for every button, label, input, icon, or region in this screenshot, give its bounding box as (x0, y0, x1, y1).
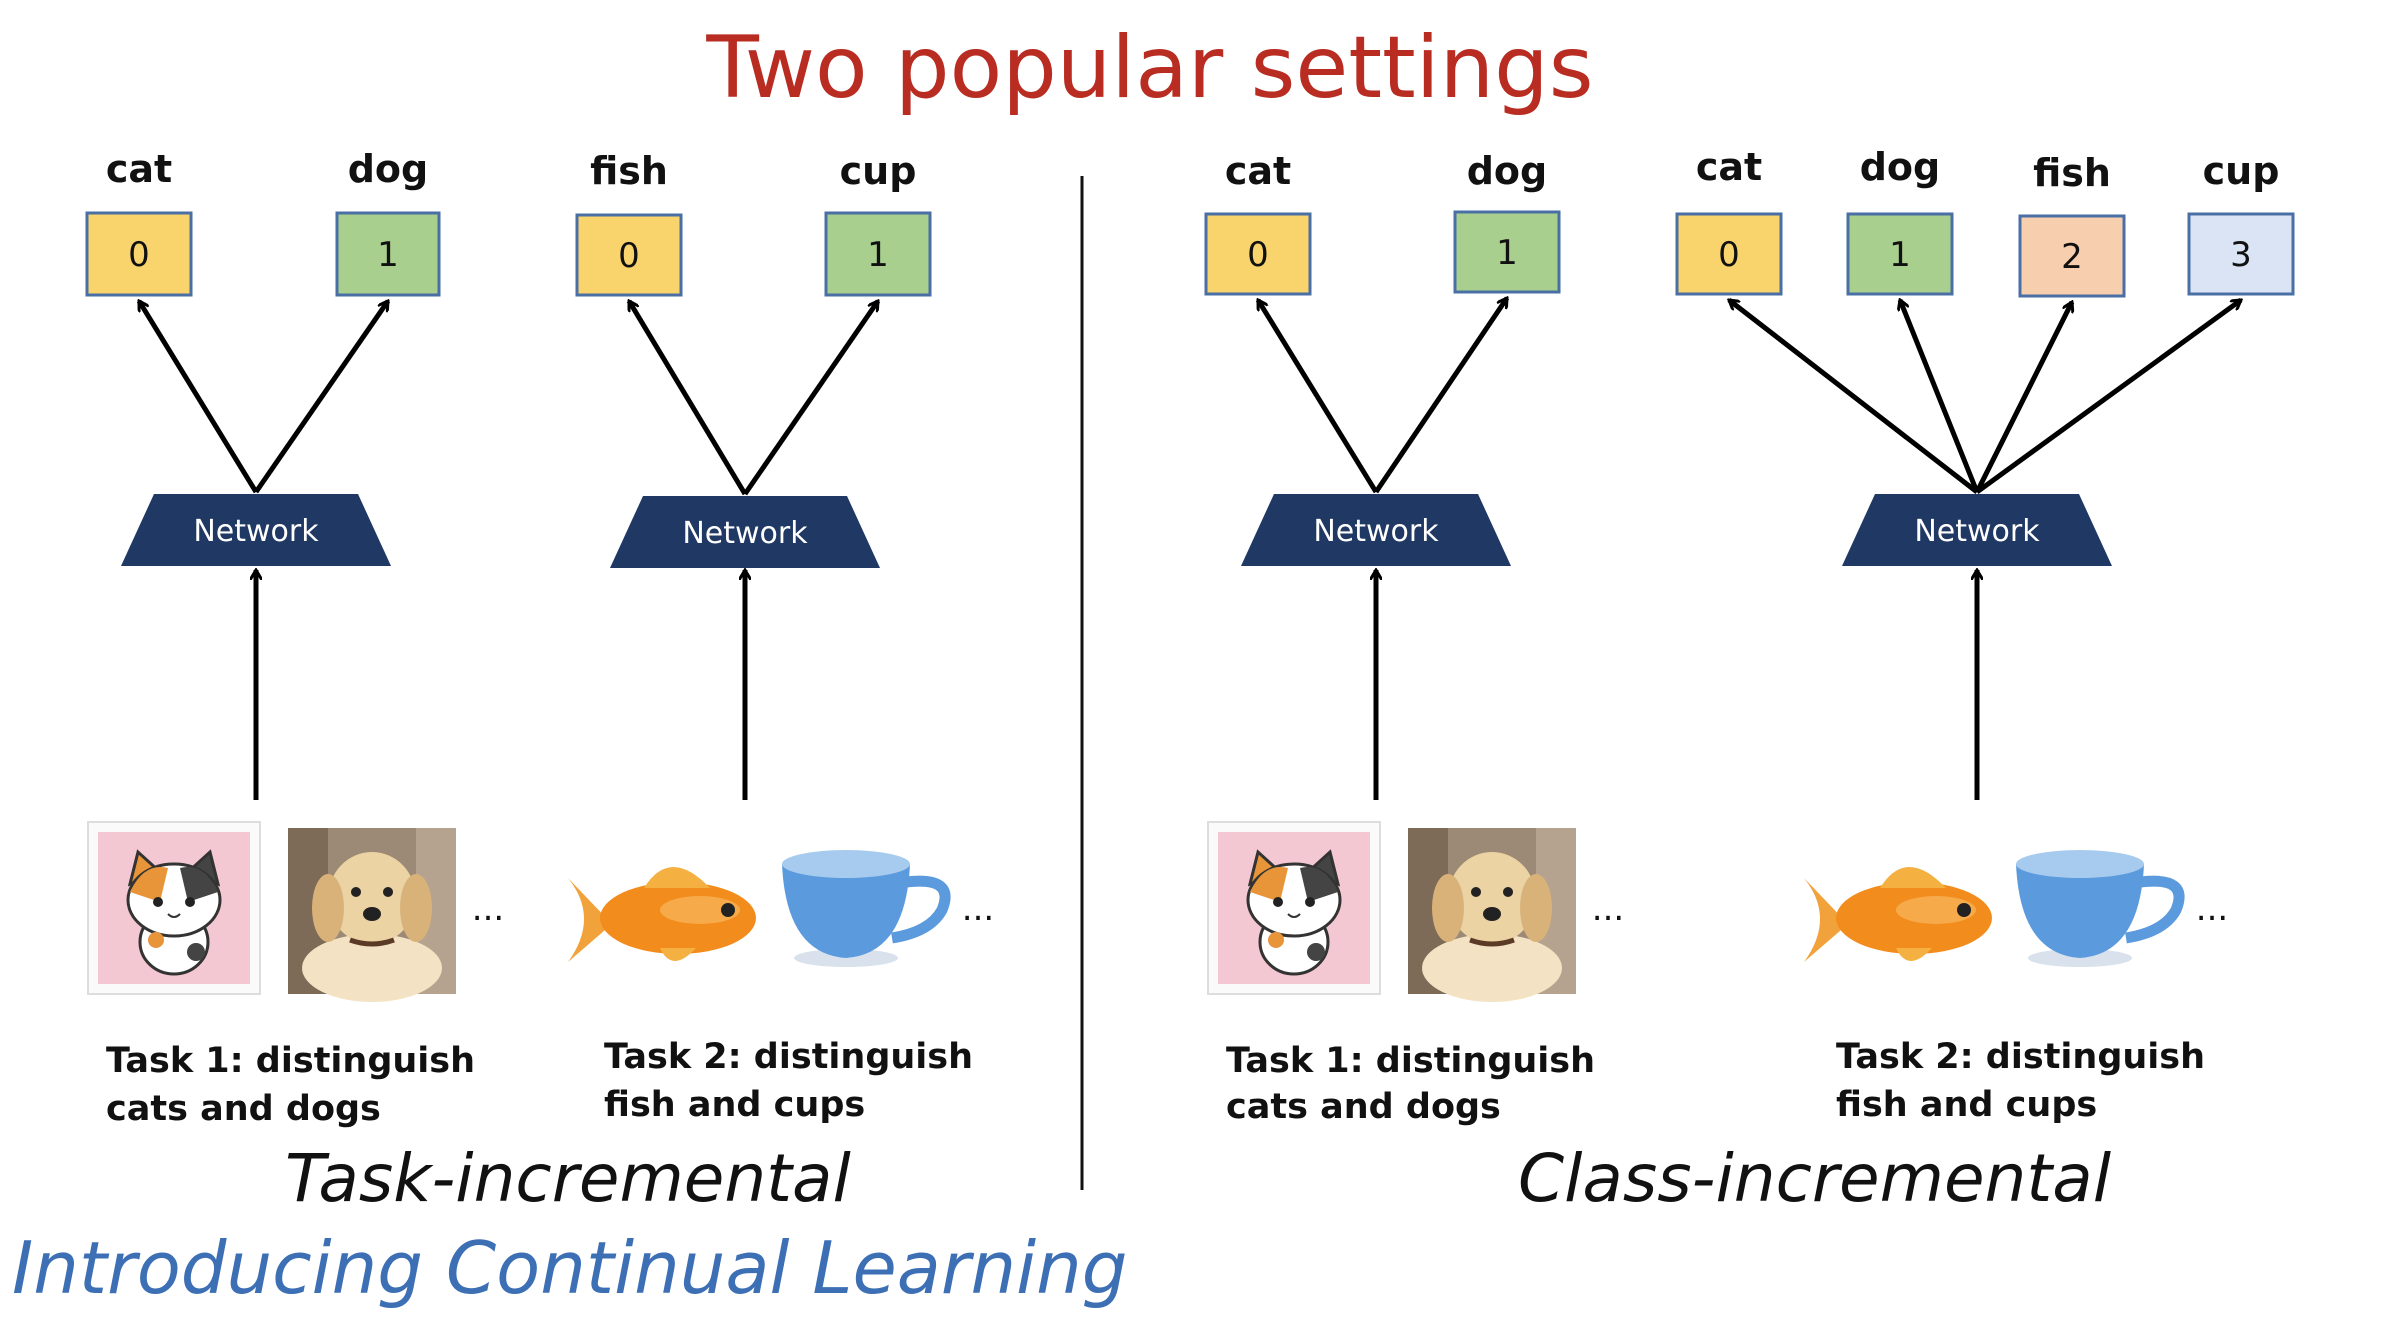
output-index: 0 (1247, 235, 1269, 275)
output-label: cup (2203, 149, 2280, 193)
task-caption: Task 2: distinguish (604, 1037, 973, 1077)
slide-title: Two popular settings (706, 18, 1594, 118)
network-label: Network (1914, 514, 2040, 549)
output-label: cat (106, 147, 172, 191)
task-caption: fish and cups (604, 1085, 865, 1125)
output-index: 0 (618, 236, 640, 276)
output-label: dog (1860, 145, 1941, 189)
task-caption: cats and dogs (106, 1089, 381, 1129)
output-arrow (1255, 300, 1379, 494)
output-label: dog (348, 147, 429, 191)
ellipsis: ... (962, 889, 994, 929)
output-arrow (136, 301, 259, 494)
fish-image (1804, 867, 1992, 962)
output-index: 3 (2230, 235, 2252, 275)
output-box-cat (1204, 212, 1312, 296)
output-index: 0 (1718, 235, 1740, 275)
ellipsis: ... (472, 889, 504, 929)
output-box-cup (2187, 212, 2295, 296)
cat-image (87, 821, 261, 995)
output-index: 1 (1889, 235, 1911, 275)
network-block (121, 494, 391, 566)
ellipsis: ... (1592, 889, 1624, 929)
class-incremental-label: Class-incremental (1518, 1140, 2112, 1217)
output-label: cat (1225, 149, 1291, 193)
footer-title: Introducing Continual Learning (12, 1226, 1128, 1310)
output-box-dog (335, 211, 441, 297)
output-arrow (1975, 297, 2241, 495)
output-arrow (626, 301, 748, 496)
output-box-dog (1453, 210, 1561, 294)
output-box-cat (1675, 212, 1783, 296)
output-index: 2 (2061, 237, 2083, 277)
ellipsis: ... (2196, 889, 2228, 929)
output-box-dog (1846, 212, 1954, 296)
output-index: 1 (1496, 233, 1518, 273)
output-label: cup (840, 149, 917, 193)
output-label: fish (2033, 151, 2111, 195)
output-arrow (1729, 298, 1979, 494)
cup-image (782, 850, 951, 967)
output-index: 0 (128, 235, 150, 275)
network-label: Network (193, 514, 319, 549)
dog-image (288, 828, 456, 1002)
network-label: Network (682, 516, 808, 551)
network-block (1842, 494, 2112, 566)
output-arrow (742, 301, 881, 496)
output-box-cat (85, 211, 193, 297)
output-box-fish (2018, 214, 2126, 298)
network-block (610, 496, 880, 568)
output-arrow (253, 301, 391, 494)
task-caption: Task 1: distinguish (106, 1041, 475, 1081)
task-caption: Task 2: distinguish (1836, 1037, 2205, 1077)
output-label: dog (1467, 149, 1548, 193)
output-index: 1 (377, 235, 399, 275)
output-index: 1 (867, 235, 889, 275)
task-caption: Task 1: distinguish (1226, 1041, 1595, 1081)
output-label: cat (1696, 145, 1762, 189)
cat-image (1207, 821, 1381, 995)
output-arrow (1900, 300, 1980, 493)
output-arrow (1974, 302, 2072, 494)
task-caption: cats and dogs (1226, 1087, 1501, 1127)
output-arrow (1373, 298, 1510, 494)
output-box-fish (575, 213, 683, 297)
task-caption: fish and cups (1836, 1085, 2097, 1125)
output-box-cup (824, 211, 932, 297)
network-block (1241, 494, 1511, 566)
task-incremental-label: Task-incremental (285, 1140, 851, 1217)
network-label: Network (1313, 514, 1439, 549)
fish-image (568, 867, 756, 962)
cup-image (2016, 850, 2185, 967)
dog-image (1408, 828, 1576, 1002)
output-label: fish (590, 149, 668, 193)
